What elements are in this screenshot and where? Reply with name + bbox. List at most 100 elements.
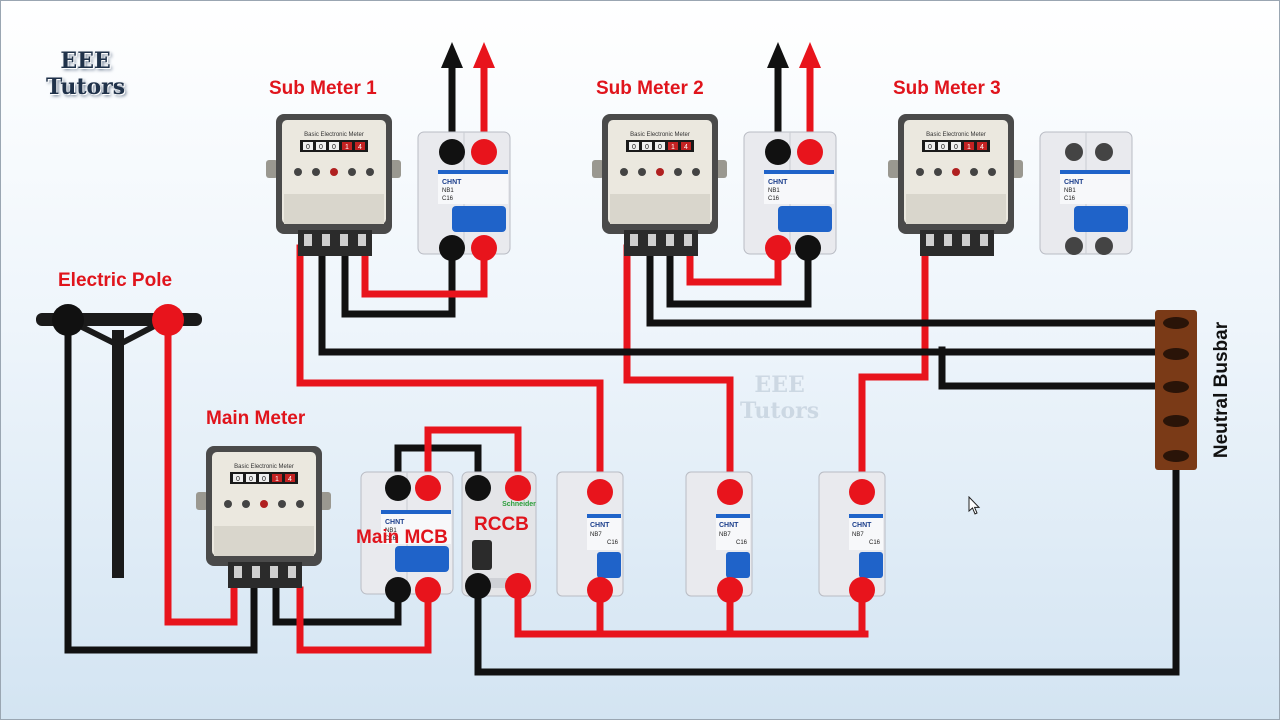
mcb-3-bottom-screw-2 [1095, 237, 1113, 255]
meter-terminal-screw [322, 234, 330, 246]
wire-branch-1-submeter-1 [296, 244, 604, 496]
wires [64, 42, 1180, 676]
mcb-rating: C16 [385, 536, 397, 542]
mcb-label-plate [716, 514, 750, 550]
mcb-blue-strip [764, 170, 834, 174]
mcb-1-bottom-live [471, 235, 497, 261]
register-digit-box [355, 142, 365, 150]
mcb-rating: C16 [607, 540, 619, 546]
mcb-model: NB1 [1064, 188, 1076, 194]
register-digit: 0 [928, 144, 932, 151]
register-digit: 1 [275, 476, 279, 483]
meter-led [692, 168, 700, 176]
register-digit-box [272, 474, 282, 482]
mcb-toggle [1074, 206, 1128, 232]
wire-mcb-rccb-neutral [394, 444, 482, 492]
register-digit: 0 [658, 144, 662, 151]
mcb-brand: CHNT [768, 179, 788, 186]
mcb-3-top-screw-1 [1065, 143, 1083, 161]
meter-terminal-screw [926, 234, 934, 246]
register-digit-box [285, 474, 295, 482]
mcb-blue-strip [587, 514, 621, 518]
meter-ear-left [888, 160, 900, 178]
meter-led [656, 168, 664, 176]
register-digit-box [259, 474, 269, 482]
register-digit: 1 [967, 144, 971, 151]
meter-terminal-screw [234, 566, 242, 578]
mcb-toggle [395, 546, 449, 572]
neutral-busbar [1155, 310, 1197, 470]
mcb-brand: CHNT [852, 522, 872, 529]
meter-led [620, 168, 628, 176]
busbar-screw-1 [1163, 317, 1189, 329]
meter-terminal-screw [980, 234, 988, 246]
rccb-lower-strip [470, 578, 526, 588]
output-arrow-4 [799, 42, 821, 68]
rccb: Schneider [461, 471, 537, 597]
mcb-1-top-neutral [439, 139, 465, 165]
main-mcb-bottom-live [415, 577, 441, 603]
main-meter-label: Main Meter [206, 408, 306, 429]
meter-led [988, 168, 996, 176]
meter-terminal-screw [648, 234, 656, 246]
register-digit: 0 [249, 476, 253, 483]
mcb-rating: C16 [736, 540, 748, 546]
meter-ear-left [592, 160, 604, 178]
wire-pole-neutral [64, 318, 258, 654]
mcb-toggle [726, 552, 750, 578]
neutral-busbar-label: Neutral Busbar [1211, 321, 1232, 459]
register-digit-box [668, 142, 678, 150]
meter-lower-panel [214, 526, 314, 556]
meter-led [934, 168, 942, 176]
main-mcb-top-live [415, 475, 441, 501]
wire-meter-mcb-live [296, 586, 432, 654]
meter-title: Basic Electronic Meter [630, 132, 690, 138]
mcb-rating: C16 [1064, 196, 1076, 202]
pole-live-terminal [152, 304, 184, 336]
meter-lower-panel [610, 194, 710, 224]
register-digit: 1 [345, 144, 349, 151]
wire-mcb-rccb-live [424, 426, 522, 492]
meter-led [366, 168, 374, 176]
meter-led [638, 168, 646, 176]
rccb-top-neutral [465, 475, 491, 501]
meter-led [242, 500, 250, 508]
meter-title: Basic Electronic Meter [234, 464, 294, 470]
meter-led [260, 500, 268, 508]
branch-mcb-2-top [717, 479, 743, 505]
output-arrow-2 [473, 42, 495, 68]
meter-terminal-screw [944, 234, 952, 246]
mcb-blue-strip [716, 514, 750, 518]
sub-meter-3-label: Sub Meter 3 [893, 78, 1001, 99]
meter-led [312, 168, 320, 176]
wire-submeter-2-neutral [646, 244, 1180, 327]
mcb-blue-strip [849, 514, 883, 518]
center-watermark-line-1: EEE [754, 372, 805, 398]
register-digit-box [316, 142, 326, 150]
mcb-toggle [597, 552, 621, 578]
register-digit-box [681, 142, 691, 150]
rccb-bottom-live [505, 573, 531, 599]
wire-rccb-live-bus [514, 586, 869, 638]
mcb-model: NB1 [385, 528, 397, 534]
meter-terminal-screw [684, 234, 692, 246]
mcb-3-bottom-screw-1 [1065, 237, 1083, 255]
wire-sm1-mcb-live [361, 244, 488, 298]
wire-submeter-3-neutral [938, 346, 1180, 390]
mcb-model: NB7 [590, 532, 602, 538]
wire-submeter-1-neutral [318, 244, 1180, 356]
register-digit-box [655, 142, 665, 150]
rccb-label: RCCB [474, 514, 529, 535]
register-digit-box [964, 142, 974, 150]
terminals [52, 139, 1113, 603]
mcb-label-plate [438, 170, 508, 204]
output-arrow-3 [767, 42, 789, 68]
meter-terminal-screw [358, 234, 366, 246]
wire-sm2-mcb-neutral [666, 244, 812, 308]
mcb-brand: CHNT [1064, 179, 1084, 186]
register-digit: 0 [319, 144, 323, 151]
